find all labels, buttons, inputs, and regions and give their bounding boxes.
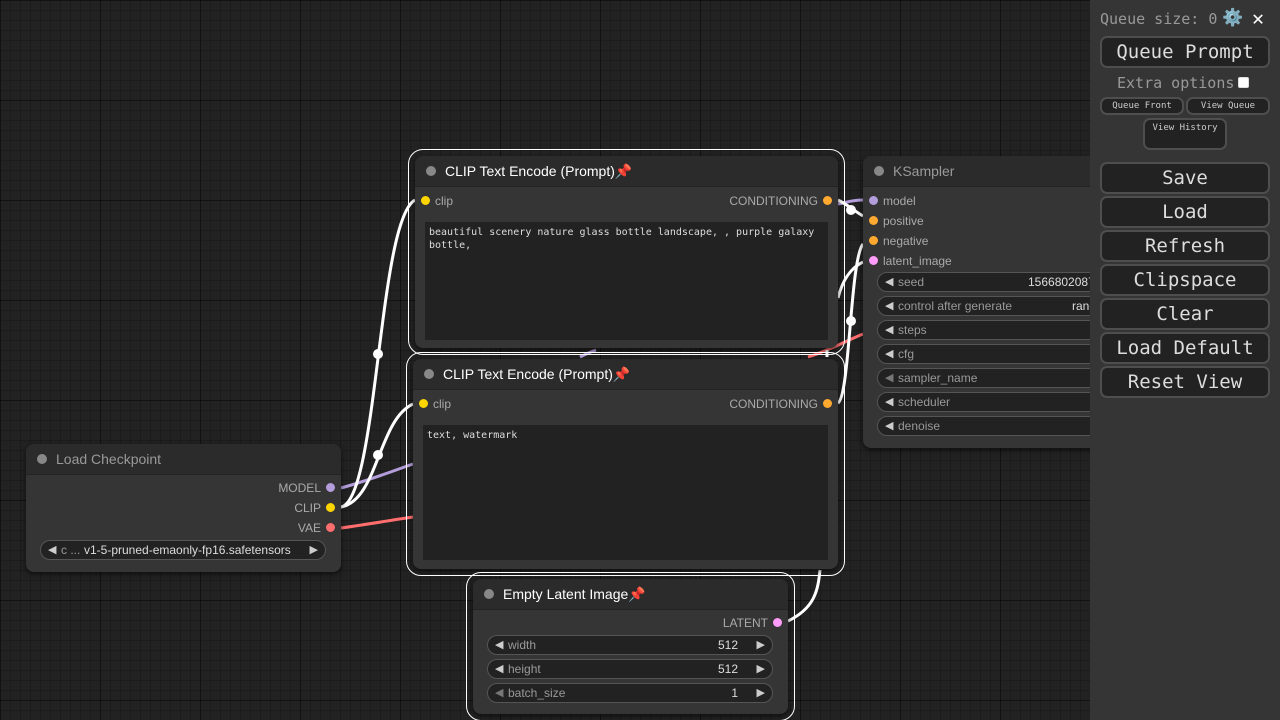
prev-arrow-icon[interactable]: ◀	[48, 544, 57, 556]
slot-pin-icon[interactable]	[419, 399, 428, 408]
ksampler-node[interactable]: KSampler model positive negative latent_…	[863, 156, 1090, 448]
height-widget[interactable]: ◀ height 512 ▶	[487, 659, 773, 679]
clip-text-encode-positive-node[interactable]: CLIP Text Encode (Prompt)📌 clip CONDITIO…	[408, 149, 845, 355]
clipspace-button[interactable]: Clipspace	[1100, 264, 1270, 296]
slot-pin-icon[interactable]	[326, 523, 335, 532]
node-title[interactable]: Empty Latent Image📌	[473, 579, 788, 610]
collapse-dot-icon[interactable]	[484, 589, 494, 599]
output-slot-conditioning[interactable]: CONDITIONING	[729, 394, 838, 414]
ckpt-name-combo[interactable]: ◀ c ... v1-5-pruned-emaonly-fp16.safeten…	[40, 540, 326, 560]
ksampler-title: KSampler	[893, 163, 955, 179]
slot-pin-icon[interactable]	[326, 483, 335, 492]
close-icon[interactable]: ✕	[1252, 6, 1265, 30]
prompt-textarea[interactable]: text, watermark	[423, 425, 828, 560]
prompt-textarea[interactable]: beautiful scenery nature glass bottle la…	[425, 222, 828, 340]
decrement-arrow-icon[interactable]: ◀	[885, 420, 894, 432]
increment-arrow-icon[interactable]: ▶	[756, 639, 765, 651]
steps-widget[interactable]: ◀ steps	[877, 320, 1090, 340]
output-slot-vae[interactable]: VAE	[298, 518, 341, 538]
decrement-arrow-icon[interactable]: ◀	[885, 396, 894, 408]
output-slot-conditioning[interactable]: CONDITIONING	[729, 191, 838, 211]
increment-arrow-icon[interactable]: ▶	[756, 687, 765, 699]
slot-pin-icon[interactable]	[869, 196, 878, 205]
clip-text-encode-negative-node[interactable]: CLIP Text Encode (Prompt)📌 clip CONDITIO…	[406, 352, 845, 576]
slot-pin-icon[interactable]	[773, 618, 782, 627]
collapse-dot-icon[interactable]	[37, 454, 47, 464]
collapse-dot-icon[interactable]	[426, 166, 436, 176]
slot-pin-icon[interactable]	[326, 503, 335, 512]
load-default-button[interactable]: Load Default	[1100, 332, 1270, 364]
slot-pin-icon[interactable]	[421, 196, 430, 205]
queue-size-label: Queue size: 0	[1100, 10, 1218, 28]
width-widget[interactable]: ◀ width 512 ▶	[487, 635, 773, 655]
decrement-arrow-icon[interactable]: ◀	[885, 324, 894, 336]
decrement-arrow-icon[interactable]: ◀	[495, 663, 504, 675]
denoise-widget[interactable]: ◀ denoise	[877, 416, 1090, 436]
node-title[interactable]: CLIP Text Encode (Prompt)📌	[415, 156, 838, 187]
output-slot-model[interactable]: MODEL	[278, 478, 341, 498]
decrement-arrow-icon[interactable]: ◀	[885, 300, 894, 312]
decrement-arrow-icon[interactable]: ◀	[885, 372, 894, 384]
node-title[interactable]: KSampler	[863, 156, 1090, 187]
output-slot-latent[interactable]: LATENT	[723, 613, 788, 633]
slot-pin-icon[interactable]	[823, 196, 832, 205]
decrement-arrow-icon[interactable]: ◀	[495, 687, 504, 699]
slot-pin-icon[interactable]	[869, 256, 878, 265]
queue-front-button[interactable]: Queue Front	[1100, 97, 1184, 115]
extra-options-label: Extra options	[1117, 74, 1235, 92]
input-slot-model[interactable]: model	[863, 191, 916, 211]
input-slot-negative[interactable]: negative	[863, 231, 928, 251]
slot-pin-icon[interactable]	[869, 236, 878, 245]
queue-prompt-button[interactable]: Queue Prompt	[1100, 36, 1270, 68]
increment-arrow-icon[interactable]: ▶	[756, 663, 765, 675]
decrement-arrow-icon[interactable]: ◀	[885, 276, 894, 288]
node-title[interactable]: CLIP Text Encode (Prompt)📌	[413, 359, 838, 390]
load-checkpoint-node[interactable]: Load Checkpoint MODEL CLIP VAE ◀ c ... v…	[26, 444, 341, 572]
queue-side-panel: Queue size: 0 ⚙️ ✕ Queue Prompt Extra op…	[1090, 0, 1280, 720]
seed-widget[interactable]: ◀ seed 1566802087	[877, 272, 1090, 292]
node-links	[340, 198, 865, 623]
decrement-arrow-icon[interactable]: ◀	[495, 639, 504, 651]
slot-pin-icon[interactable]	[823, 399, 832, 408]
refresh-button[interactable]: Refresh	[1100, 230, 1270, 262]
batch-size-widget[interactable]: ◀ batch_size 1 ▶	[487, 683, 773, 703]
sampler-name-widget[interactable]: ◀ sampler_name	[877, 368, 1090, 388]
input-slot-clip[interactable]: clip	[413, 394, 451, 414]
decrement-arrow-icon[interactable]: ◀	[885, 348, 894, 360]
save-button[interactable]: Save	[1100, 162, 1270, 194]
input-slot-latent-image[interactable]: latent_image	[863, 251, 952, 271]
control-after-generate-widget[interactable]: ◀ control after generate randomize	[877, 296, 1090, 316]
input-slot-positive[interactable]: positive	[863, 211, 924, 231]
view-history-button[interactable]: View History	[1143, 118, 1227, 150]
empty-latent-image-node[interactable]: Empty Latent Image📌 LATENT ◀ width 512 ▶…	[466, 572, 795, 720]
extra-options-checkbox[interactable]	[1238, 77, 1249, 88]
node-title[interactable]: Load Checkpoint	[26, 444, 341, 475]
input-slot-clip[interactable]: clip	[415, 191, 453, 211]
scheduler-widget[interactable]: ◀ scheduler	[877, 392, 1090, 412]
view-queue-button[interactable]: View Queue	[1186, 97, 1270, 115]
next-arrow-icon[interactable]: ▶	[309, 544, 318, 556]
clear-button[interactable]: Clear	[1100, 298, 1270, 330]
graph-canvas[interactable]: KSampler model positive negative latent_…	[0, 0, 1090, 720]
reset-view-button[interactable]: Reset View	[1100, 366, 1270, 398]
slot-pin-icon[interactable]	[869, 216, 878, 225]
output-slot-clip[interactable]: CLIP	[294, 498, 341, 518]
collapse-dot-icon[interactable]	[424, 369, 434, 379]
cfg-widget[interactable]: ◀ cfg	[877, 344, 1090, 364]
gear-icon[interactable]: ⚙️	[1222, 8, 1244, 28]
collapse-dot-icon[interactable]	[874, 166, 884, 176]
load-button[interactable]: Load	[1100, 196, 1270, 228]
